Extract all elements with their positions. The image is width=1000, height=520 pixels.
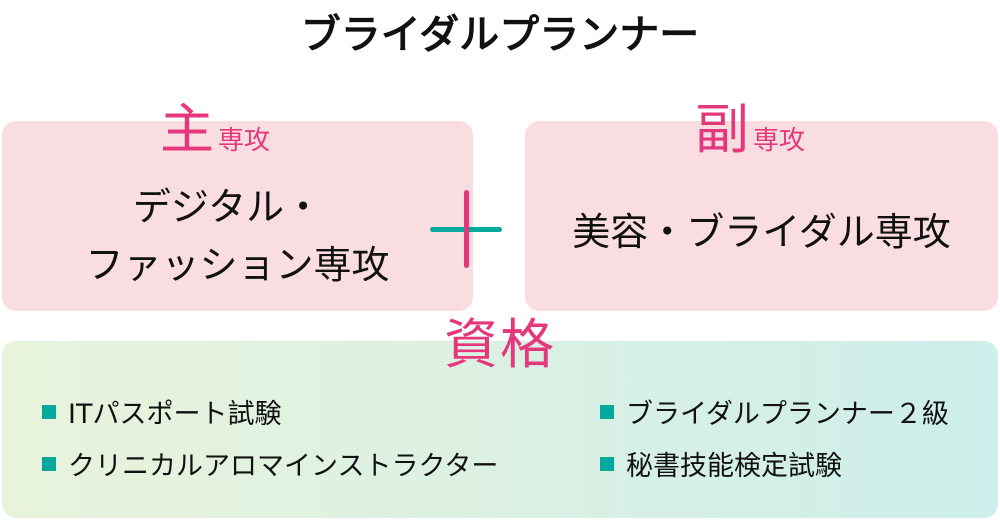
major-line-1: デジタル・ xyxy=(132,185,323,229)
bullet-icon xyxy=(600,456,614,471)
bullet-icon xyxy=(42,404,56,419)
item-label: ITパスポート試験 xyxy=(68,399,282,430)
minor-big-char: 副 xyxy=(695,98,749,161)
minor-small-label: 専攻 xyxy=(753,126,806,156)
major-heading: 主 専攻 xyxy=(160,103,270,157)
item-label: 秘書技能検定試験 xyxy=(626,451,842,482)
major-box xyxy=(2,121,473,311)
list-item: クリニカルアロマインストラクター xyxy=(42,444,498,483)
list-item: ブライダルプランナー２級 xyxy=(600,392,949,431)
item-label: ブライダルプランナー２級 xyxy=(626,399,949,430)
plus-vertical xyxy=(464,190,469,268)
minor-text: 美容・ブライダル専攻 xyxy=(572,210,951,254)
minor-box xyxy=(525,121,998,311)
bullet-icon xyxy=(600,404,614,419)
qualifications-box xyxy=(2,341,998,518)
major-line-2: ファッション専攻 xyxy=(85,243,390,287)
major-small-label: 専攻 xyxy=(218,126,271,156)
page-title: ブライダルプランナー xyxy=(300,12,700,58)
list-item: ITパスポート試験 xyxy=(42,392,281,431)
item-label: クリニカルアロマインストラクター xyxy=(68,451,499,482)
list-item: 秘書技能検定試験 xyxy=(600,444,842,483)
major-text: デジタル・ ファッション専攻 xyxy=(2,178,473,294)
qualifications-heading: 資格 xyxy=(444,313,556,376)
minor-heading: 副 専攻 xyxy=(695,103,805,157)
bullet-icon xyxy=(42,456,56,471)
major-big-char: 主 xyxy=(160,98,214,161)
